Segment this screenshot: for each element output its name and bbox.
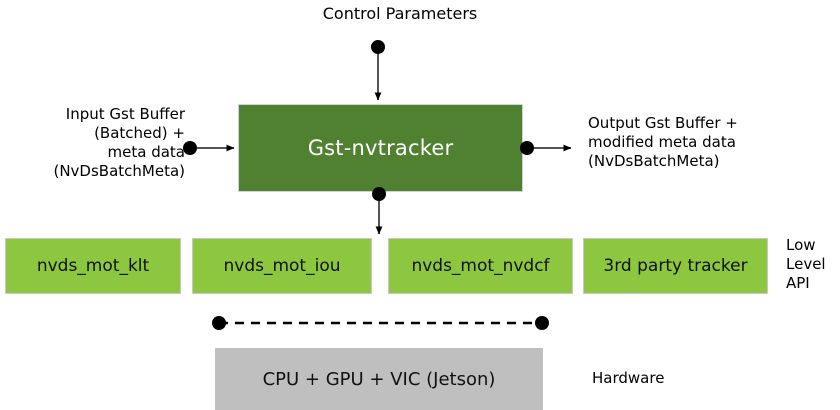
low-level-box-label: nvds_mot_nvdcf	[411, 256, 550, 276]
low-level-api-label: Low Level API	[786, 236, 826, 292]
low-level-box-nvds-mot-nvdcf[interactable]: nvds_mot_nvdcf	[388, 238, 573, 294]
input-buffer-label: Input Gst Buffer (Batched) + meta data (…	[53, 105, 185, 180]
low-level-box-label: 3rd party tracker	[603, 256, 748, 276]
hardware-side-label: Hardware	[592, 369, 665, 387]
low-level-box-nvds-mot-klt[interactable]: nvds_mot_klt	[5, 238, 181, 294]
low-level-box-nvds-mot-iou[interactable]: nvds_mot_iou	[192, 238, 372, 294]
low-level-box-3rd-party-tracker[interactable]: 3rd party tracker	[583, 238, 768, 294]
low-level-box-label: nvds_mot_klt	[36, 256, 150, 276]
low-level-api-connector	[372, 187, 386, 235]
gst-nvtracker-label: Gst-nvtracker	[307, 136, 454, 160]
output-connector	[520, 141, 572, 155]
input-connector	[183, 141, 235, 155]
control-parameters-label: Control Parameters	[322, 4, 478, 23]
output-buffer-label: Output Gst Buffer + modified meta data (…	[588, 114, 738, 170]
low-level-box-label: nvds_mot_iou	[223, 256, 341, 276]
hardware-box[interactable]: CPU + GPU + VIC (Jetson)	[215, 348, 543, 410]
gst-nvtracker-box[interactable]: Gst-nvtracker	[238, 104, 523, 192]
hardware-box-label: CPU + GPU + VIC (Jetson)	[262, 368, 496, 390]
control-parameters-connector	[371, 40, 385, 101]
hardware-dashed-connector	[212, 316, 549, 330]
